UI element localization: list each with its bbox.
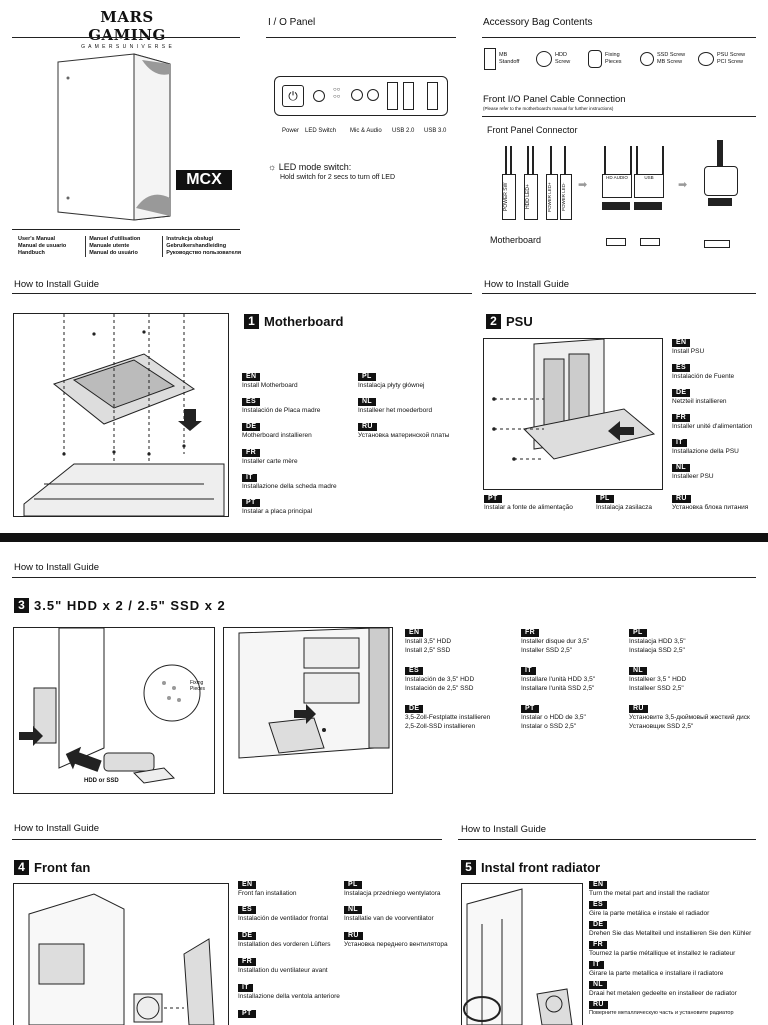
led-switch-icon bbox=[313, 90, 325, 102]
sun-icon: ☼ bbox=[268, 162, 277, 172]
indicator-icon: ○○○○ bbox=[333, 87, 341, 100]
radiator-illustration bbox=[463, 888, 573, 1025]
model-label: MCX bbox=[176, 170, 232, 190]
hdd-or-ssd-label: HDD or SSD bbox=[84, 778, 119, 784]
step3-figure-ssd bbox=[223, 627, 393, 794]
cable: HDD LED+ bbox=[522, 146, 540, 220]
usb3-port-icon bbox=[427, 82, 438, 110]
standoff-icon bbox=[484, 48, 496, 70]
audio-jack-icon bbox=[367, 89, 379, 101]
power-button-icon: ⏻ bbox=[282, 85, 304, 107]
screw-icon bbox=[640, 52, 654, 66]
guide-heading-4: How to Install Guide bbox=[14, 823, 100, 834]
step-number: 2 bbox=[486, 314, 501, 329]
step3-figure-hdd: Fixing Pieces HDD or SSD bbox=[13, 627, 215, 794]
step-number: 1 bbox=[244, 314, 259, 329]
guide-heading-1: How to Install Guide bbox=[14, 279, 100, 290]
step4-title: 4 Front fan bbox=[14, 860, 90, 875]
cable: POWER SW bbox=[500, 146, 518, 220]
step2-title: 2 PSU bbox=[486, 314, 533, 329]
step-number: 3 bbox=[14, 598, 29, 613]
usb2-port-icon bbox=[387, 82, 398, 110]
accessory-title: Accessory Bag Contents bbox=[483, 17, 593, 28]
step1-figure bbox=[13, 313, 229, 517]
io-panel-title: I / O Panel bbox=[268, 17, 316, 28]
arrow-right-icon: ➡ bbox=[578, 179, 588, 191]
guide-heading-2: How to Install Guide bbox=[484, 279, 570, 290]
fixing-piece-icon bbox=[588, 50, 602, 68]
motherboard-label: Motherboard bbox=[490, 235, 542, 245]
front-io-note: (Please refer to the motherboard's manua… bbox=[483, 106, 614, 111]
front-fan-illustration bbox=[28, 893, 215, 1025]
brand-name: MARS GAMING bbox=[88, 8, 166, 44]
screw-icon bbox=[698, 52, 714, 66]
step4-figure bbox=[13, 883, 229, 1025]
fixing-pieces-label: Fixing Pieces bbox=[190, 680, 206, 692]
io-panel-diagram: ⏻ ○○○○ bbox=[274, 76, 448, 116]
step2-figure bbox=[483, 338, 663, 490]
step5-figure bbox=[461, 883, 583, 1025]
step3-title: 3 3.5" HDD x 2 / 2.5" SSD x 2 bbox=[14, 598, 226, 613]
led-mode-title: ☼ LED mode switch: bbox=[268, 162, 352, 172]
guide-heading-5: How to Install Guide bbox=[461, 824, 547, 835]
front-panel-cables: POWER SW HDD LED+ POWER LED+ POWER LED- bbox=[500, 146, 572, 226]
case-illustration bbox=[57, 53, 171, 221]
front-panel-connector-title: Front Panel Connector bbox=[487, 125, 578, 135]
ssd-mount-illustration bbox=[238, 628, 390, 759]
step1-title: 1 Motherboard bbox=[244, 314, 343, 329]
manual-titles: User's Manual Manual de usuario Handbuch… bbox=[18, 236, 242, 257]
cable: POWER LED+ bbox=[546, 146, 558, 220]
audio-usb-plugs: HD AUDIO USB bbox=[600, 146, 670, 246]
guide-heading-3: How to Install Guide bbox=[14, 562, 100, 573]
arrow-right-icon: ➡ bbox=[678, 179, 688, 191]
step-number: 5 bbox=[461, 860, 476, 875]
step-number: 4 bbox=[14, 860, 29, 875]
screw-icon bbox=[536, 51, 552, 67]
page-divider bbox=[0, 533, 768, 542]
brand-logo: MARS GAMING G A M E R S U N I V E R S E bbox=[62, 8, 192, 50]
front-io-title: Front I/O Panel Cable Connection bbox=[483, 94, 626, 105]
motherboard-illustration bbox=[23, 314, 225, 516]
usb2-port-icon bbox=[403, 82, 414, 110]
psu-illustration bbox=[492, 339, 656, 461]
cable: POWER LED- bbox=[560, 146, 572, 220]
led-mode-desc: Hold switch for 2 secs to turn off LED bbox=[280, 174, 396, 181]
usb3-plug bbox=[700, 140, 740, 250]
brand-tagline: G A M E R S U N I V E R S E bbox=[81, 44, 173, 50]
step5-title: 5 Instal front radiator bbox=[461, 860, 600, 875]
mic-jack-icon bbox=[351, 89, 363, 101]
hdd-cage-illustration bbox=[19, 628, 201, 784]
